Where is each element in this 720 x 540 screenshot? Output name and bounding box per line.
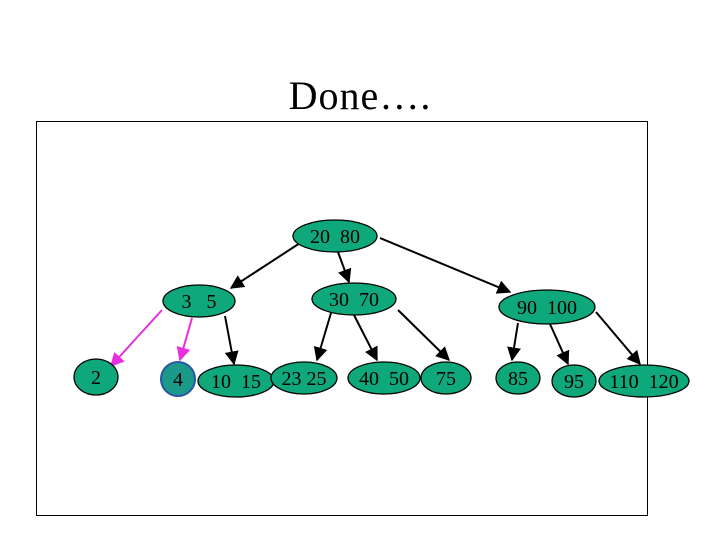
tree-node-leaf-4: 4 [160,361,196,397]
node-label-leaf-75: 75 [436,368,456,390]
node-label-leaf-85: 85 [508,368,528,390]
tree-node-leaf-85: 85 [495,361,541,395]
edge-n-30-70-to-leaf-23-25 [313,312,332,362]
node-label-n-3-5: 3 5 [182,291,217,313]
edge-n-90-100-to-leaf-95 [549,323,570,366]
node-label-leaf-40-50: 40 50 [359,368,409,390]
tree-node-leaf-95: 95 [551,364,597,398]
node-shape-n-3-5 [162,284,236,318]
node-label-leaf-95: 95 [564,371,584,393]
edge-n-3-5-to-leaf-10-15 [224,315,239,366]
node-shape-leaf-40-50 [347,361,421,395]
edge-n-30-70-to-leaf-40-50 [353,314,378,362]
node-shape-n-30-70 [311,282,397,316]
node-shape-leaf-23-25 [270,361,338,395]
tree-node-n-3-5: 3 5 [162,284,236,318]
edge-n-90-100-to-leaf-85 [507,322,521,362]
node-shape-leaf-4 [160,361,196,397]
node-shape-leaf-85 [495,361,541,395]
node-label-leaf-10-15: 10 15 [211,371,261,393]
node-label-root: 20 80 [310,226,360,248]
tree-node-n-30-70: 30 70 [311,282,397,316]
diagram-frame [36,121,648,516]
edge-n-3-5-to-leaf-4 [176,317,193,362]
edge-root-to-n-90-100 [379,237,512,294]
edge-n-30-70-to-leaf-75 [397,309,450,361]
node-shape-root [292,219,378,253]
node-label-n-90-100: 90 100 [517,297,577,319]
node-shape-leaf-95 [551,364,597,398]
edge-n-3-5-to-leaf-2 [110,309,163,368]
node-label-leaf-4: 4 [173,369,183,391]
node-label-leaf-23-25: 23 25 [282,368,327,390]
tree-node-leaf-2: 2 [73,358,119,396]
tree-node-root: 20 80 [292,219,378,253]
slide-title: Done…. [288,73,432,118]
tree-node-leaf-75: 75 [420,361,472,395]
tree-node-leaf-110-120: 110 120 [598,364,690,398]
tree-node-leaf-40-50: 40 50 [347,361,421,395]
node-shape-n-90-100 [498,289,596,325]
node-shape-leaf-110-120 [598,364,690,398]
edge-n-90-100-to-leaf-110-120 [595,311,641,366]
node-shape-leaf-75 [420,361,472,395]
tree-node-leaf-23-25: 23 25 [270,361,338,395]
tree-node-leaf-10-15: 10 15 [197,364,275,398]
tree-node-n-90-100: 90 100 [498,289,596,325]
node-label-leaf-2: 2 [91,367,101,389]
edge-root-to-n-30-70 [337,251,352,284]
node-label-leaf-110-120: 110 120 [609,371,678,393]
edge-root-to-n-3-5 [229,242,301,289]
node-label-n-30-70: 30 70 [329,289,379,311]
node-shape-leaf-2 [73,358,119,396]
